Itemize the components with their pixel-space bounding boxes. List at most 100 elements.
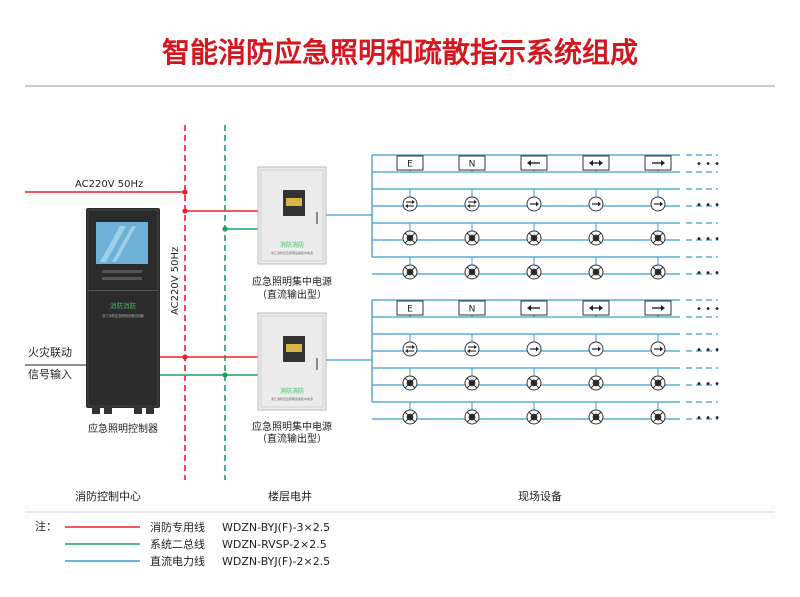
lamp-icon [588,409,604,425]
psu-door [260,169,324,262]
lamp-icon [402,375,418,391]
lamp-cross [404,377,416,389]
psu-display-screen [286,198,302,206]
lamp-cross [652,411,664,423]
fire-link-label-1: 火灾联动 [28,345,72,359]
two-way-arrow-icon [464,196,480,212]
sign-frame [396,300,424,316]
lamp-cross [590,266,602,278]
lamp-cross [528,411,540,423]
arrow-head [536,201,539,207]
more-devices-ellipsis: • • • [696,159,720,170]
arrow-head [527,160,531,166]
arrow-head [589,160,593,166]
arrow-head [412,345,415,349]
lamp-icon [588,230,604,246]
arrow-left-sign [520,300,548,316]
lamp-icon [402,230,418,246]
arrow-head [660,346,663,352]
exit-text-sign: E [396,300,424,316]
lamp-cross [652,266,664,278]
lamp-icon [588,264,604,280]
lamp-icon [464,409,480,425]
psu-brand: 消防消防 [280,387,304,395]
controller-button-row [102,270,142,273]
psu-handle [316,358,318,370]
lamp-cross [590,377,602,389]
lamp-icon [464,375,480,391]
lamp-icon [650,409,666,425]
psu-panel-text: 浙江消防应急照明设备集中电源 [271,250,313,255]
arrow-head [412,200,415,204]
lamp-icon [526,264,542,280]
lamp-cross [466,377,478,389]
lamp-cross [528,377,540,389]
legend-spec: WDZN-RVSP-2×2.5 [222,538,327,551]
arrow-head [527,305,531,311]
exit-text-sign: E [396,155,424,171]
junction-dot [182,189,188,195]
lamp-icon [402,409,418,425]
right-arrow-icon [588,341,604,357]
more-devices-ellipsis: • • • [696,200,720,211]
psu2-caption-2: （直流输出型） [257,432,327,445]
lamp-icon [650,264,666,280]
right-arrow-icon [526,341,542,357]
lamp-icon [588,375,604,391]
lamp-cross [528,266,540,278]
lamp-cross [404,411,416,423]
section-field-devices: 现场设备 [518,489,562,503]
lamp-cross [404,232,416,244]
psu-door [260,315,324,408]
round-sign-frame [464,341,480,357]
sign-frame [396,155,424,171]
round-sign-frame [464,196,480,212]
sign-label: N [469,160,476,170]
psu1-caption-2: （直流输出型） [257,288,327,301]
arrow-head [661,160,665,166]
legend-spec: WDZN-BYJ(F)-2×2.5 [222,555,330,568]
sign-frame [458,155,486,171]
arrow-head [536,346,539,352]
controller-caption: 应急照明控制器 [88,422,158,435]
screen-glare [100,226,126,262]
psu-brand: 消防消防 [280,241,304,249]
section-control-center: 消防控制中心 [75,489,141,503]
lamp-cross [590,232,602,244]
ac-vertical-label: AC220V 50Hz [170,247,181,315]
round-sign-frame [402,341,418,357]
exit-text-sign: N [458,300,486,316]
controller-foot [104,405,112,414]
more-devices-ellipsis: • • • [696,379,720,390]
sign-label: E [407,305,413,315]
legend-name: 系统二总线 [150,537,205,551]
controller-foot [134,405,142,414]
psu-panel-text: 浙江消防应急照明设备集中电源 [271,396,313,401]
arrow-both-sign [582,155,610,171]
arrow-head [467,349,470,353]
arrow-right-sign [644,155,672,171]
right-arrow-icon [650,341,666,357]
legend-name: 直流电力线 [150,554,205,568]
junction-dot [182,208,188,214]
arrow-left-sign [520,155,548,171]
arrow-right-sign [644,300,672,316]
legend-prefix: 注： [35,519,57,533]
lamp-icon [526,409,542,425]
lamp-cross [466,411,478,423]
lamp-icon [526,230,542,246]
right-arrow-icon [526,196,542,212]
screen-glare [112,226,136,262]
lamp-icon [526,375,542,391]
emergency-lighting-controller: 消防消防 浙江消防应急照明设备控制器 [86,208,160,414]
two-way-arrow-icon [464,341,480,357]
lamp-cross [652,232,664,244]
sign-label: N [469,305,476,315]
arrow-head [599,305,603,311]
lamp-icon [650,230,666,246]
arrow-head [599,160,603,166]
controller-panel-divider [88,290,158,291]
